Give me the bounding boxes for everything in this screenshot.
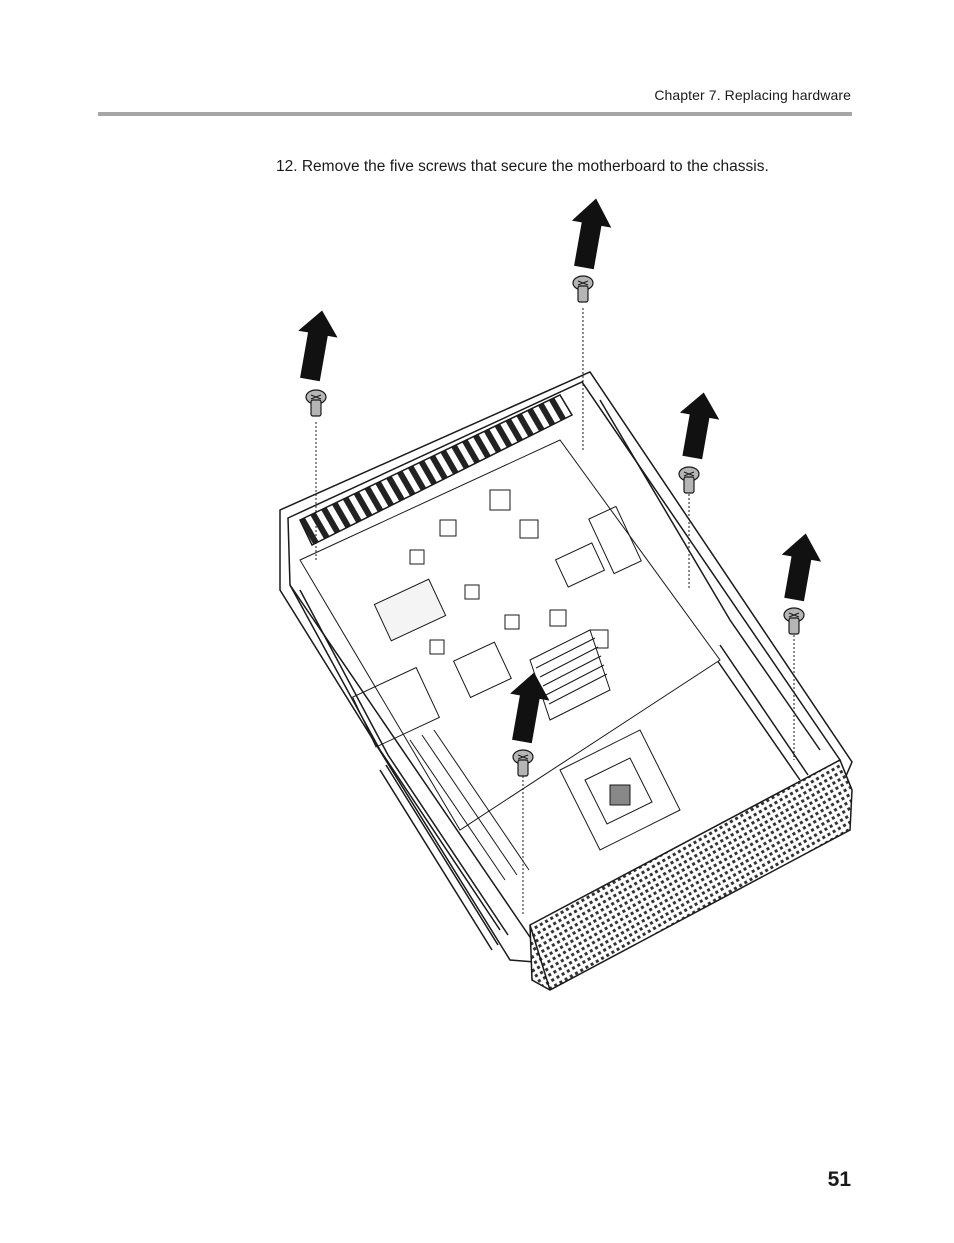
running-head: Chapter 7. Replacing hardware [654, 87, 851, 103]
cpu-socket [559, 729, 681, 851]
step-instruction: 12. Remove the five screws that secure t… [276, 158, 769, 175]
up-arrow-icon [781, 533, 822, 602]
screw-2 [572, 275, 594, 303]
motherboard [299, 439, 721, 881]
screw-1 [305, 389, 327, 417]
screw-3 [678, 466, 700, 494]
up-arrow-icon [298, 310, 338, 382]
heatsink [529, 629, 611, 721]
page-number: 51 [827, 1168, 851, 1191]
header-rule [98, 112, 852, 116]
screw-guides [315, 308, 795, 915]
up-arrow-icon [571, 198, 612, 270]
motherboard-removal-figure [260, 190, 870, 1000]
chassis-illustration [279, 198, 853, 991]
screw-4 [783, 607, 805, 635]
up-arrow-icon [679, 392, 720, 460]
screw-5 [512, 749, 534, 777]
up-arrow-icon [510, 672, 550, 744]
